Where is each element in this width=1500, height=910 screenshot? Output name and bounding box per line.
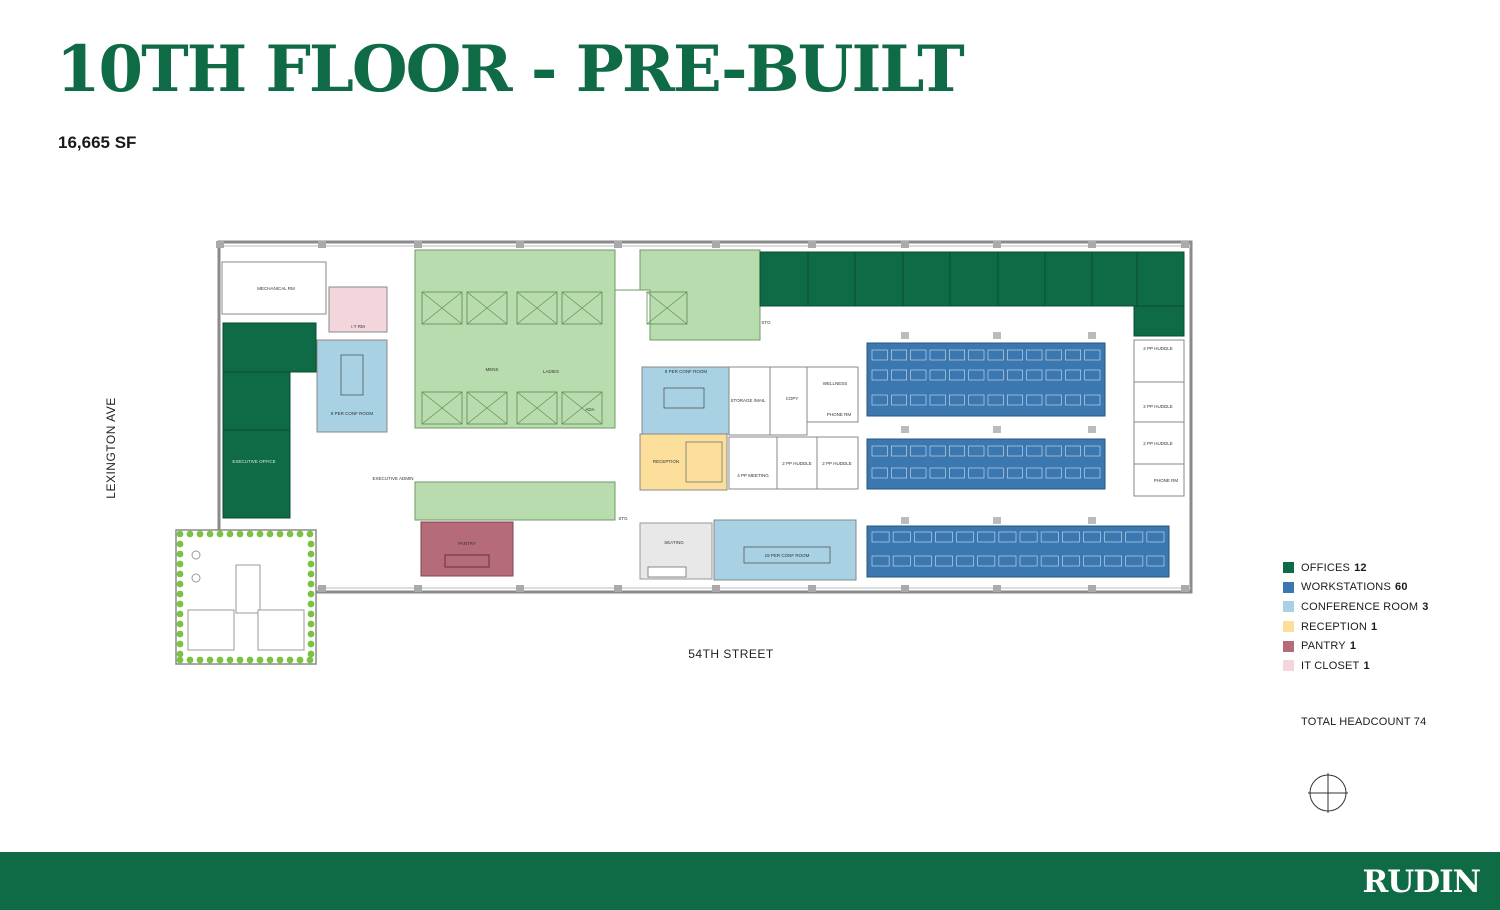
svg-text:2 PP HUDDLE: 2 PP HUDDLE bbox=[782, 461, 811, 466]
conference-room-left: 8 PER CONF ROOM bbox=[316, 339, 388, 433]
svg-text:ADA: ADA bbox=[585, 407, 594, 412]
lounge-seating: SEATING bbox=[639, 522, 713, 580]
floor-plan: MECHANICAL RM I.T RM EXECUTIVE OFFICE 8 … bbox=[104, 240, 1193, 665]
legend-swatch bbox=[1283, 660, 1294, 672]
building-core: MENS LADIES ADA STG STG bbox=[414, 249, 771, 521]
svg-text:2 PP HUDDLE: 2 PP HUDDLE bbox=[822, 461, 851, 466]
legend-swatch bbox=[1283, 601, 1294, 613]
page-title: 10TH FLOOR - PRE-BUILT bbox=[56, 32, 965, 107]
svg-text:MECHANICAL RM: MECHANICAL RM bbox=[257, 286, 295, 291]
floor-area: 16,665 SF bbox=[58, 133, 137, 152]
svg-text:8 PER CONF ROOM: 8 PER CONF ROOM bbox=[665, 369, 708, 374]
svg-text:I.T RM: I.T RM bbox=[351, 324, 365, 329]
exec-admin-label: EXECUTIVE ADMIN bbox=[372, 476, 413, 481]
north-arrow-icon bbox=[1308, 773, 1348, 813]
right-huddle-rooms: 2 PP HUDDLE 2 PP HUDDLE 2 PP HUDDLE PHON… bbox=[1133, 339, 1185, 497]
svg-text:2 PP HUDDLE: 2 PP HUDDLE bbox=[1143, 441, 1172, 446]
street-bottom: 54TH STREET bbox=[688, 647, 774, 661]
total-headcount: TOTAL HEADCOUNT 74 bbox=[1301, 716, 1427, 728]
mechanical-room: MECHANICAL RM bbox=[221, 261, 327, 315]
svg-text:EXECUTIVE OFFICE: EXECUTIVE OFFICE bbox=[232, 459, 275, 464]
legend-swatch bbox=[1283, 581, 1294, 593]
svg-text:WELLNESS: WELLNESS bbox=[823, 381, 848, 386]
conference-room-center: 8 PER CONF ROOM bbox=[641, 366, 730, 435]
terrace-planters bbox=[176, 530, 315, 664]
legend-swatch bbox=[1283, 562, 1294, 574]
svg-text:4 PP MEETING: 4 PP MEETING bbox=[737, 473, 769, 478]
legend-swatch bbox=[1283, 621, 1294, 633]
brand-logo: RUDIN bbox=[1362, 864, 1481, 900]
svg-text:MENS: MENS bbox=[485, 367, 498, 372]
pantry: PANTRY bbox=[420, 521, 514, 577]
svg-text:PANTRY: PANTRY bbox=[458, 541, 476, 546]
street-left: LEXINGTON AVE bbox=[104, 397, 118, 498]
svg-text:LADIES: LADIES bbox=[543, 369, 559, 374]
svg-text:COPY: COPY bbox=[786, 396, 799, 401]
svg-text:19 PER CONF ROOM: 19 PER CONF ROOM bbox=[765, 553, 810, 558]
svg-text:STORAGE /MAIL: STORAGE /MAIL bbox=[731, 398, 766, 403]
svg-text:PHONE RM: PHONE RM bbox=[1154, 478, 1179, 483]
svg-text:RECEPTION: RECEPTION bbox=[653, 459, 679, 464]
svg-text:STG: STG bbox=[761, 320, 771, 325]
svg-text:PHONE RM: PHONE RM bbox=[827, 412, 852, 417]
executive-offices: EXECUTIVE OFFICE bbox=[222, 322, 317, 519]
workstation-clusters bbox=[866, 342, 1170, 578]
footer-bar: RUDIN bbox=[0, 852, 1500, 910]
svg-text:STG: STG bbox=[618, 516, 628, 521]
it-closet: I.T RM bbox=[328, 286, 388, 333]
svg-text:2 PP HUDDLE: 2 PP HUDDLE bbox=[1143, 404, 1172, 409]
svg-text:2 PP HUDDLE: 2 PP HUDDLE bbox=[1143, 346, 1172, 351]
svg-text:SEATING: SEATING bbox=[664, 540, 684, 545]
terrace bbox=[175, 529, 317, 665]
column-markers bbox=[216, 241, 1189, 592]
legend-swatch bbox=[1283, 640, 1294, 652]
svg-text:8 PER CONF ROOM: 8 PER CONF ROOM bbox=[331, 411, 374, 416]
perimeter-offices bbox=[759, 251, 1185, 337]
reception: RECEPTION bbox=[639, 433, 728, 491]
service-rooms: STORAGE /MAIL COPY WELLNESS PHONE RM 4 P… bbox=[728, 366, 859, 490]
conference-room-large: 19 PER CONF ROOM bbox=[713, 519, 857, 581]
